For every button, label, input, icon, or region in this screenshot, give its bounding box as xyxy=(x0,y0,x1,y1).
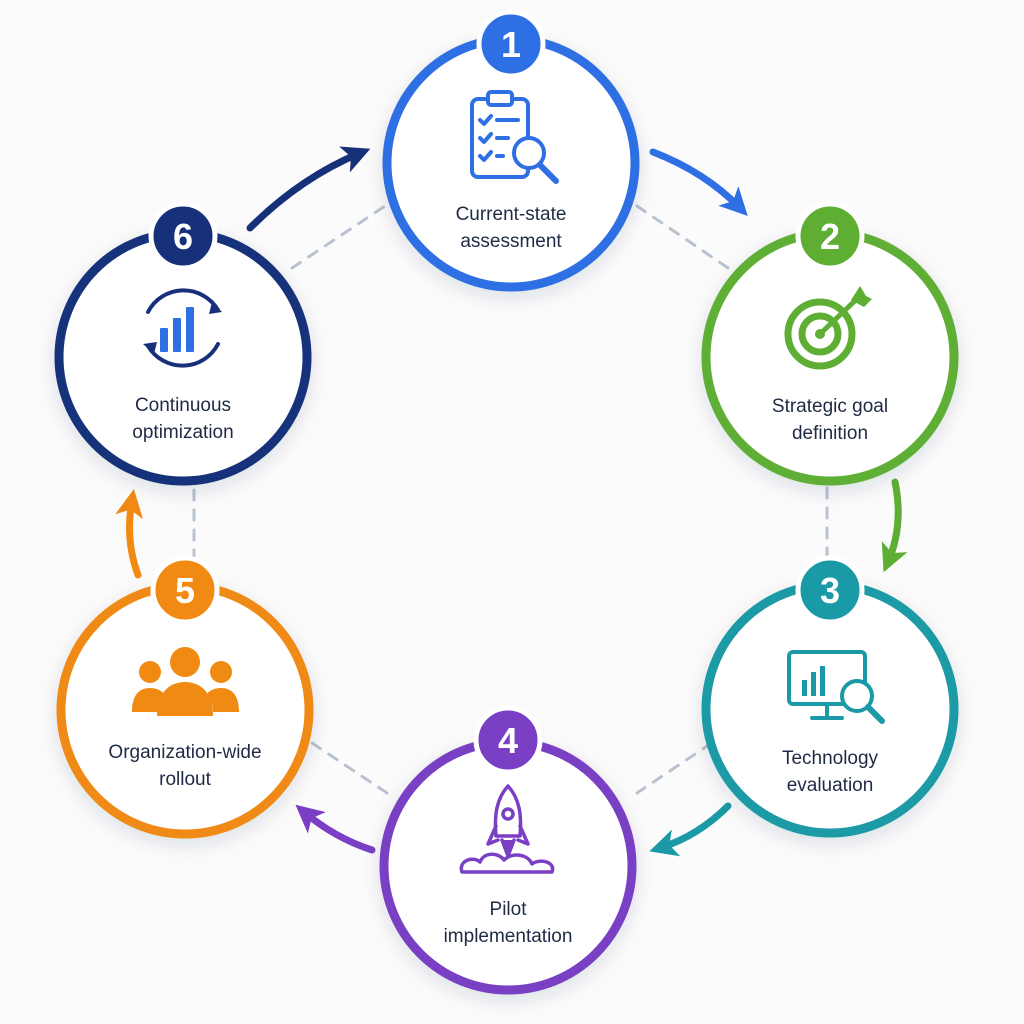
stage-1: 1 xyxy=(382,9,640,292)
stage-label-line1: Continuous xyxy=(134,395,232,416)
step-number: 5 xyxy=(175,570,195,611)
stage-label-line1: Technology xyxy=(781,748,879,769)
arrow-6-to-1 xyxy=(246,146,371,232)
stage-5: 5 xyxy=(56,555,314,839)
step-badge-4: 4 xyxy=(473,705,543,775)
flow-arrows xyxy=(115,146,908,857)
bar-chart-cycle-icon xyxy=(143,288,222,368)
stage-label-line1: Organization-wide xyxy=(108,742,262,763)
stage-label-line1: Strategic goal xyxy=(771,396,889,417)
arrow-2-to-3 xyxy=(881,478,908,573)
stage-label-line2: implementation xyxy=(443,926,573,947)
stage-5-label: Organization-wide rollout xyxy=(85,739,285,793)
stage-4-label: Pilot implementation xyxy=(408,896,608,950)
step-badge-3: 3 xyxy=(795,555,865,625)
step-number: 2 xyxy=(820,216,840,257)
stage-6: 6 xyxy=(54,201,312,486)
stage-4-circle xyxy=(379,737,637,995)
stage-6-label: Continuous optimization xyxy=(83,392,283,446)
stage-label-line2: evaluation xyxy=(786,775,874,796)
step-badge-6: 6 xyxy=(148,201,218,271)
step-badge-2: 2 xyxy=(795,201,865,271)
stage-3: 3 xyxy=(701,555,959,838)
rocket-launch-icon xyxy=(459,784,555,874)
stage-1-label: Current-state assessment xyxy=(411,201,611,255)
people-group-icon xyxy=(132,647,239,716)
step-badge-1: 1 xyxy=(476,9,546,79)
dashed-connectors xyxy=(192,204,829,795)
stage-label-line2: rollout xyxy=(159,769,211,790)
connector-3-4 xyxy=(635,730,730,795)
arrow-3-to-4 xyxy=(649,802,732,857)
step-number: 1 xyxy=(501,24,521,65)
arrow-4-to-5 xyxy=(295,804,376,854)
connector-6-1 xyxy=(290,204,387,270)
stage-label-line1: Current-state xyxy=(455,204,567,225)
stage-4: 4 xyxy=(379,705,637,995)
step-badge-5: 5 xyxy=(150,555,220,625)
target-arrow-icon xyxy=(784,286,872,370)
monitor-chart-magnifier-icon xyxy=(787,650,885,724)
stage-3-label: Technology evaluation xyxy=(730,745,930,799)
stage-label-line2: definition xyxy=(791,423,869,444)
connector-4-5 xyxy=(292,729,389,795)
arrow-5-to-6 xyxy=(115,488,143,579)
stage-label-line2: assessment xyxy=(460,231,562,252)
stage-2-label: Strategic goal definition xyxy=(730,393,930,447)
stage-label-line2: optimization xyxy=(132,422,234,443)
step-number: 3 xyxy=(820,570,840,611)
connector-1-2 xyxy=(635,204,730,270)
arrow-1-to-2 xyxy=(649,148,748,217)
stage-2: 2 xyxy=(701,201,959,486)
step-number: 4 xyxy=(498,720,518,761)
step-number: 6 xyxy=(173,216,193,257)
stage-label-line1: Pilot xyxy=(489,899,527,920)
clipboard-checklist-magnifier-icon xyxy=(470,90,559,184)
